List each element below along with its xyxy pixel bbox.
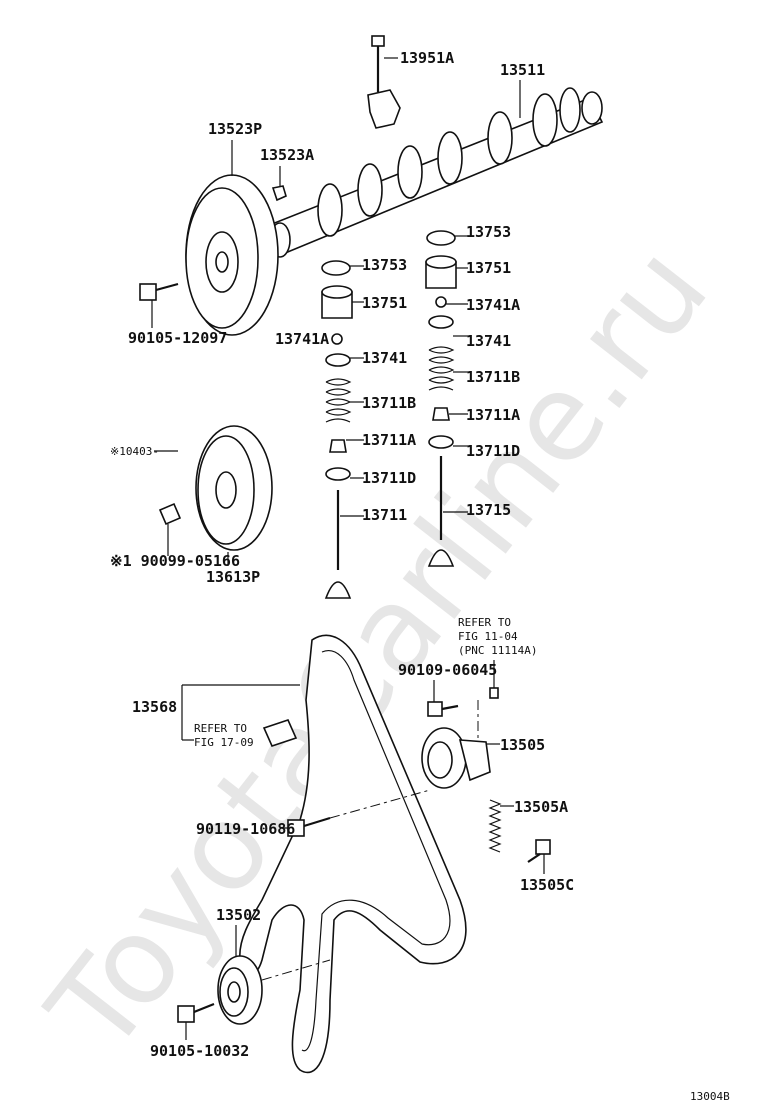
label-90109-06045: 90109-06045 (398, 661, 497, 679)
label-13751a: 13751 (362, 294, 407, 312)
bolt-13505C (527, 839, 551, 863)
label-13753b: 13753 (466, 223, 511, 241)
belt-label-tag (262, 719, 298, 747)
refer-1104-line1: REFER TO (458, 616, 511, 629)
label-13741Aa: 13741A (275, 330, 329, 348)
key-13523A (271, 185, 287, 202)
label-13523A: 13523A (260, 146, 314, 164)
label-13523P: 13523P (208, 120, 262, 138)
label-13753a: 13753 (362, 256, 407, 274)
figure-code: 13004B (690, 1090, 730, 1103)
camshaft-pulley (185, 174, 279, 336)
refer-1104-line3: (PNC 11114A) (458, 644, 537, 657)
bolt-13951A (367, 35, 401, 129)
bolt-90105-12097 (139, 282, 179, 301)
refer-1104-line2: FIG 11-04 (458, 630, 518, 643)
tensioner-pulley (421, 727, 491, 789)
label-13711Ab: 13711A (466, 406, 520, 424)
bolt-90099-05166 (158, 502, 182, 526)
valve-column-a (321, 260, 353, 599)
timing-belt (239, 634, 467, 1074)
label-13711Db: 13711D (466, 442, 520, 460)
label-13505: 13505 (500, 736, 545, 754)
bolt-90105-10032 (177, 1002, 215, 1023)
label-90105-10032: 90105-10032 (150, 1042, 249, 1060)
idler-pulley (217, 955, 263, 1025)
label-13741b: 13741 (466, 332, 511, 350)
label-13511: 13511 (500, 61, 545, 79)
refer-1709-line1: REFER TO (194, 722, 247, 735)
label-13711Aa: 13711A (362, 431, 416, 449)
label-13505C: 13505C (520, 876, 574, 894)
label-13505A: 13505A (514, 798, 568, 816)
center-line-3 (261, 959, 331, 981)
label-13502: 13502 (216, 906, 261, 924)
label-13568: 13568 (132, 698, 177, 716)
center-line-2 (329, 789, 431, 819)
bolt-90109-06045 (427, 701, 459, 717)
crank-pulley (195, 425, 273, 551)
label-13751b: 13751 (466, 259, 511, 277)
note-10403: ※10403- (110, 445, 159, 458)
refer-1709-line2: FIG 17-09 (194, 736, 254, 749)
camshaft (260, 87, 604, 258)
valve-column-b (425, 230, 457, 567)
label-13711Bb: 13711B (466, 368, 520, 386)
label-13741a: 13741 (362, 349, 407, 367)
spring-13505A (488, 799, 502, 853)
label-13613P: 13613P (206, 568, 260, 586)
label-13711Ba: 13711B (362, 394, 416, 412)
stud-ref (489, 687, 499, 699)
label-90119-10686: 90119-10686 (196, 820, 295, 838)
label-13741Ab: 13741A (466, 296, 520, 314)
label-13711: 13711 (362, 506, 407, 524)
label-90099-05166: ※1 90099-05166 (110, 552, 240, 570)
label-13715: 13715 (466, 501, 511, 519)
label-13951A: 13951A (400, 49, 454, 67)
label-13711Da: 13711D (362, 469, 416, 487)
label-90105-12097: 90105-12097 (128, 329, 227, 347)
